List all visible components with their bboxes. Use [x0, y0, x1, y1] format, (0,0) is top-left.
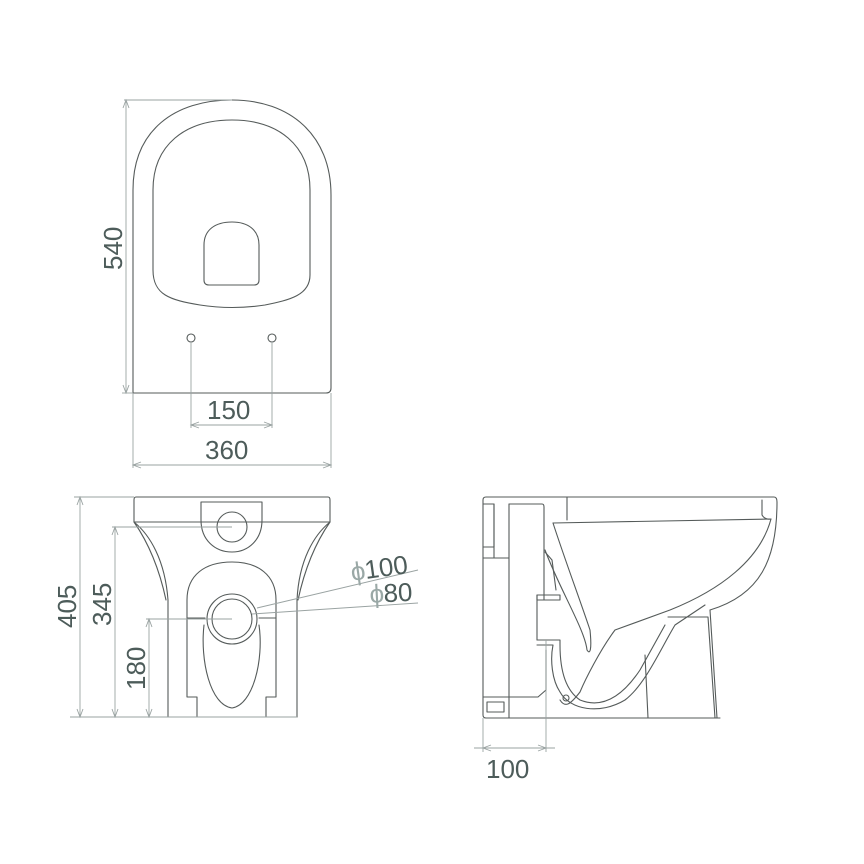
- diameter-value-inner: 80: [383, 577, 413, 608]
- dimension-label-outlet-offset: 100: [486, 754, 529, 784]
- diameter-symbol: ϕ: [349, 555, 368, 587]
- diameter-symbol: ϕ: [369, 578, 385, 609]
- front-view: [70, 495, 419, 719]
- dimension-label-length: 540: [98, 227, 128, 270]
- dimension-label-hole-spacing: 150: [207, 395, 250, 425]
- dimension-label-width: 360: [205, 435, 248, 465]
- side-view: [474, 496, 778, 752]
- dimension-label-inlet-height: 345: [87, 583, 117, 626]
- top-view: [122, 98, 333, 469]
- outlet-outer-diameter-label: ϕ 100: [349, 549, 410, 587]
- diameter-value-outer: 100: [363, 549, 410, 585]
- dimension-label-total-height: 405: [52, 585, 82, 628]
- outlet-inner-diameter-label: ϕ 80: [369, 577, 413, 609]
- dimension-label-outlet-height: 180: [121, 647, 151, 690]
